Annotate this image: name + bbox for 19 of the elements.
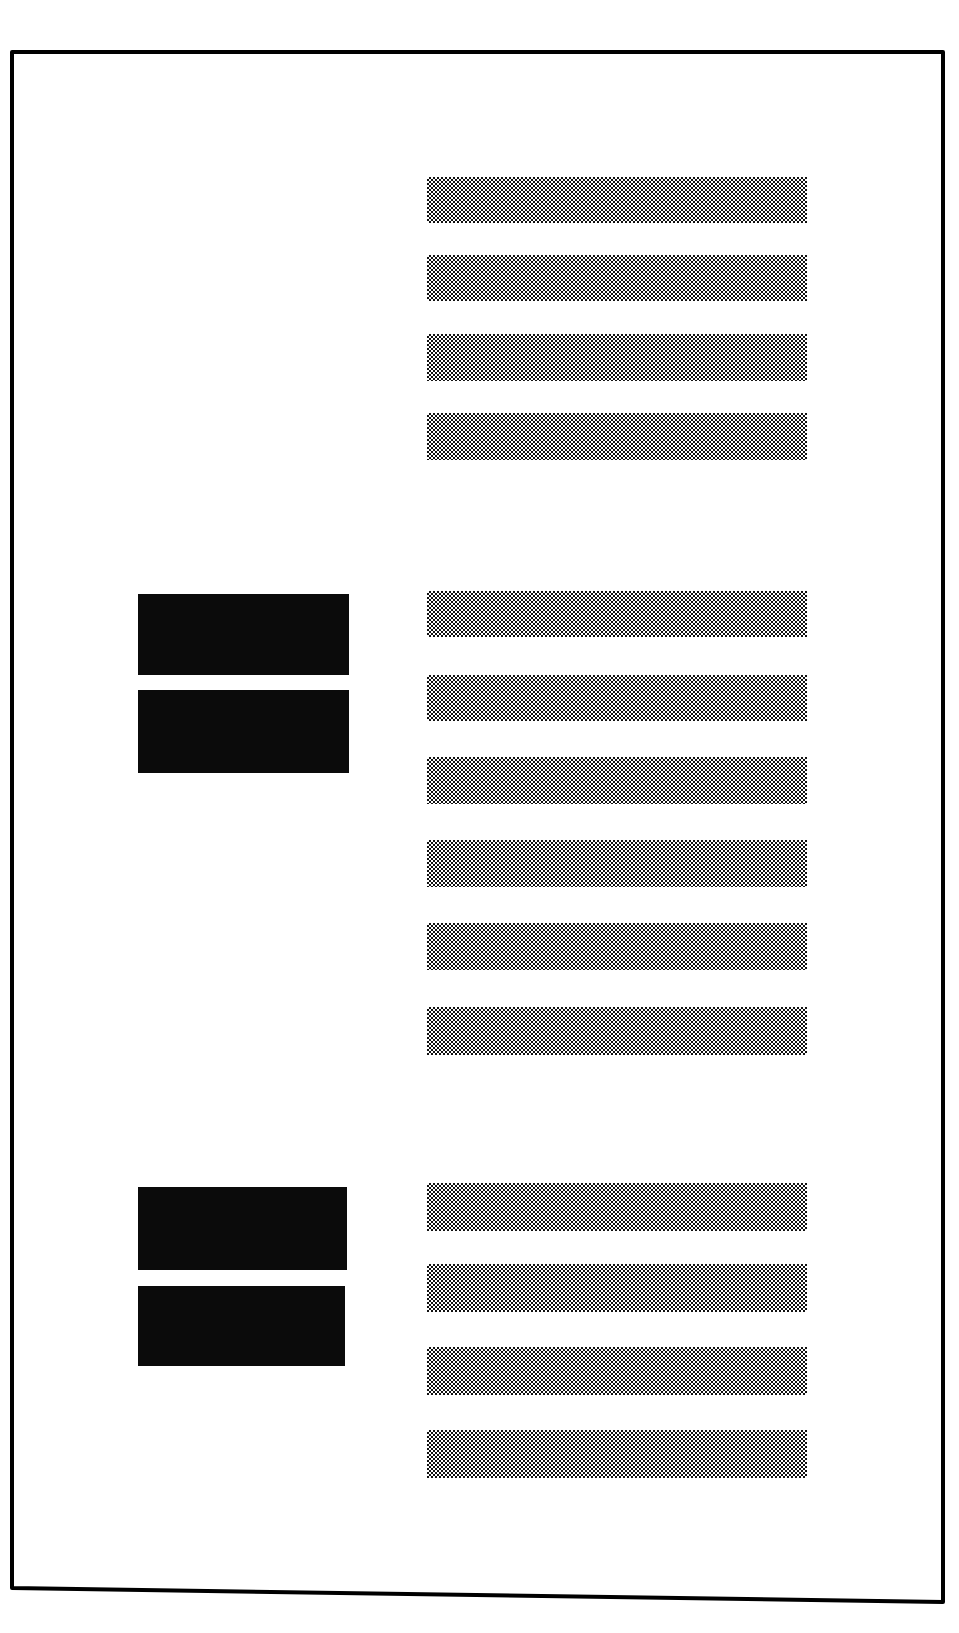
shaded-bar [427, 840, 807, 887]
shaded-bar [427, 1347, 807, 1395]
shaded-bar [427, 1264, 807, 1312]
solid-block [138, 594, 349, 675]
shaded-bar [427, 923, 807, 970]
shaded-bar [427, 334, 807, 381]
shaded-bar [427, 1183, 807, 1231]
solid-block [138, 1187, 347, 1270]
shaded-bar [427, 255, 807, 301]
solid-block [138, 690, 349, 773]
shaded-bar [427, 757, 807, 804]
shaded-bar [427, 591, 807, 637]
shaded-bar [427, 1430, 807, 1478]
page-frame [10, 50, 945, 1604]
shaded-bar [427, 177, 807, 223]
solid-block [138, 1286, 345, 1366]
shaded-bar [427, 1007, 807, 1055]
shaded-bar [427, 413, 807, 460]
shaded-bar [427, 675, 807, 721]
